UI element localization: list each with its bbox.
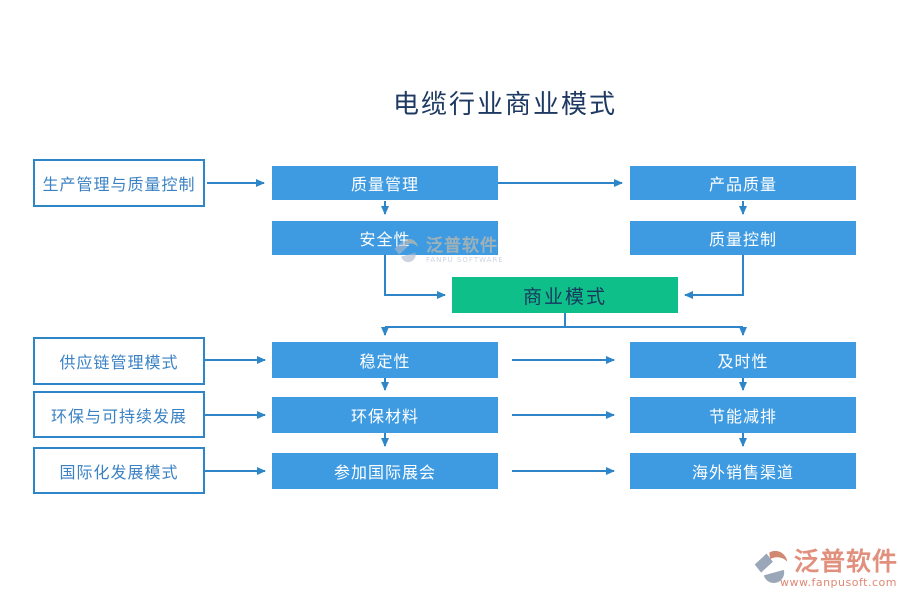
fanpu-logo-text: 泛普软件 xyxy=(794,547,899,576)
node-label: 商业模式 xyxy=(522,285,607,308)
node-label: 供应链管理模式 xyxy=(59,353,179,372)
diagram-title: 电缆行业商业模式 xyxy=(392,90,617,120)
node-product-quality: 产品质量 xyxy=(630,166,856,200)
node-energy-saving: 节能减排 xyxy=(630,397,856,433)
node-international-dev-mode: 国际化发展模式 xyxy=(33,447,205,494)
node-label: 海外销售渠道 xyxy=(691,463,794,482)
node-international-exhibition: 参加国际展会 xyxy=(272,453,498,489)
fanpu-logo: 泛普软件 www.fanpusoft.com xyxy=(752,548,898,590)
node-label: 质量管理 xyxy=(350,175,419,194)
node-label: 及时性 xyxy=(717,352,769,371)
watermark-subtext: FANPU SOFTWARE xyxy=(426,256,504,264)
node-label: 环保材料 xyxy=(350,407,419,426)
node-overseas-sales: 海外销售渠道 xyxy=(630,453,856,489)
node-label: 节能减排 xyxy=(708,407,777,426)
node-label: 环保与可持续发展 xyxy=(50,406,187,426)
node-label: 安全性 xyxy=(359,230,411,249)
node-label: 产品质量 xyxy=(708,175,777,194)
node-production-quality-control: 生产管理与质量控制 xyxy=(33,159,205,207)
node-label: 质量控制 xyxy=(708,230,777,249)
node-label: 国际化发展模式 xyxy=(59,462,179,482)
node-business-model: 商业模式 xyxy=(452,277,678,313)
node-quality-control: 质量控制 xyxy=(630,221,856,255)
node-label: 生产管理与质量控制 xyxy=(42,175,196,194)
node-label: 稳定性 xyxy=(359,352,411,371)
node-label: 参加国际展会 xyxy=(333,463,436,482)
node-supply-chain-mode: 供应链管理模式 xyxy=(33,337,205,385)
fanpu-logo-icon xyxy=(754,550,788,584)
node-eco-sustainable-dev: 环保与可持续发展 xyxy=(33,391,205,438)
node-quality-management: 质量管理 xyxy=(272,166,498,200)
node-stability: 稳定性 xyxy=(272,342,498,378)
node-timeliness: 及时性 xyxy=(630,342,856,378)
node-eco-materials: 环保材料 xyxy=(272,397,498,433)
node-safety: 安全性 xyxy=(272,221,498,255)
fanpu-logo-url: www.fanpusoft.com xyxy=(780,576,897,589)
